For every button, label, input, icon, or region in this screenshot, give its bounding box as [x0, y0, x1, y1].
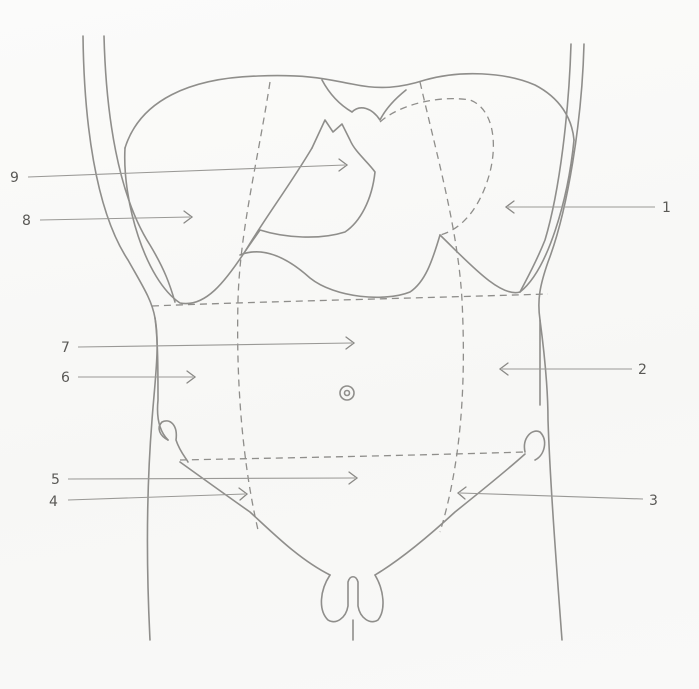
right-midclavicular-line [420, 82, 463, 532]
left-torso-inner-edge [104, 36, 175, 302]
label-1: 1 [662, 200, 671, 216]
genitalia-outline [321, 575, 383, 622]
label-2: 2 [638, 362, 647, 378]
label-5: 5 [51, 472, 60, 488]
label-8: 8 [22, 213, 31, 229]
leader-line-7 [78, 343, 352, 347]
leader-line-5 [68, 478, 355, 479]
label-9: 9 [10, 170, 19, 186]
transtubercular-plane [180, 452, 525, 460]
stomach-left-edge [246, 120, 375, 250]
right-inguinal-line [375, 454, 525, 575]
rib-cage [125, 74, 574, 304]
left-iliac-crest [159, 421, 188, 462]
umbilicus-outer [340, 386, 354, 400]
right-iliac-crest [524, 431, 544, 460]
rib-cage-left-lower-outline [125, 148, 312, 304]
left-midclavicular-line [238, 82, 270, 530]
stomach-right-dashed [380, 99, 493, 235]
rib-cage-right-lower-outline [440, 140, 574, 293]
torso-outline [83, 36, 584, 640]
label-6: 6 [61, 370, 70, 386]
leader-line-4 [68, 494, 245, 500]
left-torso-outer-edge [83, 36, 157, 640]
region-dividers [152, 82, 548, 532]
subcostal-arch [240, 235, 440, 297]
umbilicus-inner [345, 391, 350, 396]
umbilicus [340, 386, 354, 400]
label-3: 3 [649, 493, 658, 509]
leader-line-8 [40, 217, 190, 220]
transpyloric-plane [152, 294, 548, 306]
right-torso-outer-edge [539, 44, 584, 640]
label-4: 4 [49, 494, 58, 510]
pelvis-outline [159, 421, 544, 640]
stomach-outline [246, 99, 493, 250]
label-7: 7 [61, 340, 70, 356]
